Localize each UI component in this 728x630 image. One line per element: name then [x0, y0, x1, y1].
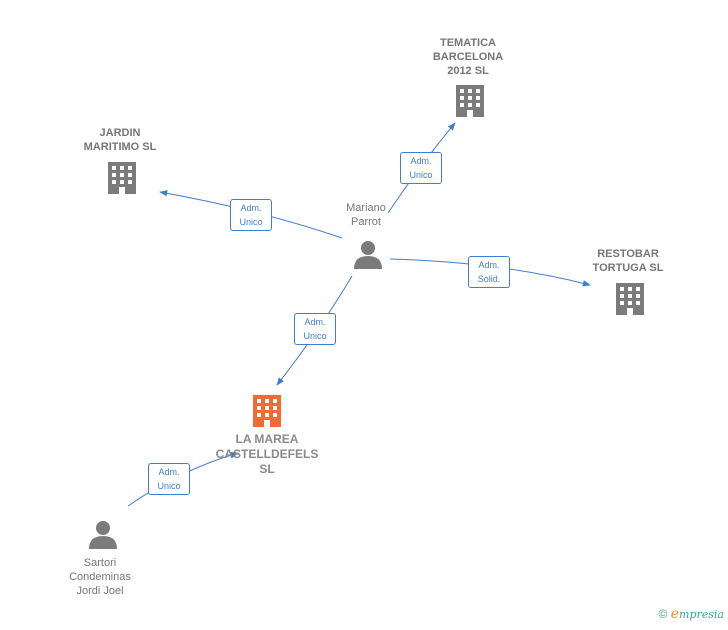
relation-badge-lamarea[interactable]: Adm. Unico [294, 313, 336, 345]
building-icon[interactable] [616, 283, 644, 315]
relation-badge-restobar[interactable]: Adm. Solid. [468, 256, 510, 288]
relation-type: Solid. [477, 274, 501, 284]
label-line: Condeminas [69, 571, 131, 583]
label-line: Mariano [346, 202, 386, 214]
person-icon[interactable] [354, 241, 382, 269]
label-line: Parrot [351, 216, 381, 228]
node-label-tematica[interactable]: TEMATICA BARCELONA 2012 SL [418, 36, 518, 78]
node-label-sartori[interactable]: Sartori Condeminas Jordi Joel [50, 556, 150, 598]
label-line: Sartori [83, 557, 117, 569]
node-label-lamarea[interactable]: LA MAREA CASTELLDEFELS SL [202, 432, 332, 477]
relation-badge-jardin[interactable]: Adm. Unico [230, 199, 272, 231]
building-icon[interactable] [108, 162, 136, 194]
relation-role: Adm. [410, 156, 432, 166]
relation-badge-tematica[interactable]: Adm. Unico [400, 152, 442, 184]
node-label-restobar[interactable]: RESTOBAR TORTUGA SL [578, 247, 678, 275]
relation-role: Adm. [158, 467, 180, 477]
relation-type: Unico [157, 481, 181, 491]
node-label-mariano[interactable]: Mariano Parrot [326, 201, 406, 229]
label-line: Jordi Joel [76, 585, 124, 597]
label-line: MARITIMO SL [83, 141, 157, 153]
copyright-symbol: © [658, 607, 668, 621]
relation-type: Unico [409, 170, 433, 180]
label-line: LA MAREA [235, 432, 299, 446]
label-line: TORTUGA SL [592, 262, 664, 274]
label-line: BARCELONA [432, 51, 504, 63]
copyright-brand: © empresia [659, 606, 724, 622]
node-label-jardin[interactable]: JARDIN MARITIMO SL [70, 126, 170, 154]
person-icon[interactable] [89, 521, 117, 549]
relation-badge-sartori[interactable]: Adm. Unico [148, 463, 190, 495]
brand-logo-text: mpresia [679, 608, 724, 621]
relation-type: Unico [303, 331, 327, 341]
label-line: JARDIN [99, 127, 141, 139]
building-icon[interactable] [253, 395, 281, 427]
label-line: TEMATICA [439, 37, 496, 49]
relation-role: Adm. [304, 317, 326, 327]
label-line: RESTOBAR [597, 248, 659, 260]
building-icon[interactable] [456, 85, 484, 117]
relation-role: Adm. [478, 260, 500, 270]
relation-type: Unico [239, 217, 263, 227]
label-line: SL [259, 462, 275, 476]
label-line: 2012 SL [447, 65, 489, 77]
label-line: CASTELLDEFELS [215, 447, 319, 461]
brand-logo-initial: e [670, 606, 680, 622]
relation-role: Adm. [240, 203, 262, 213]
